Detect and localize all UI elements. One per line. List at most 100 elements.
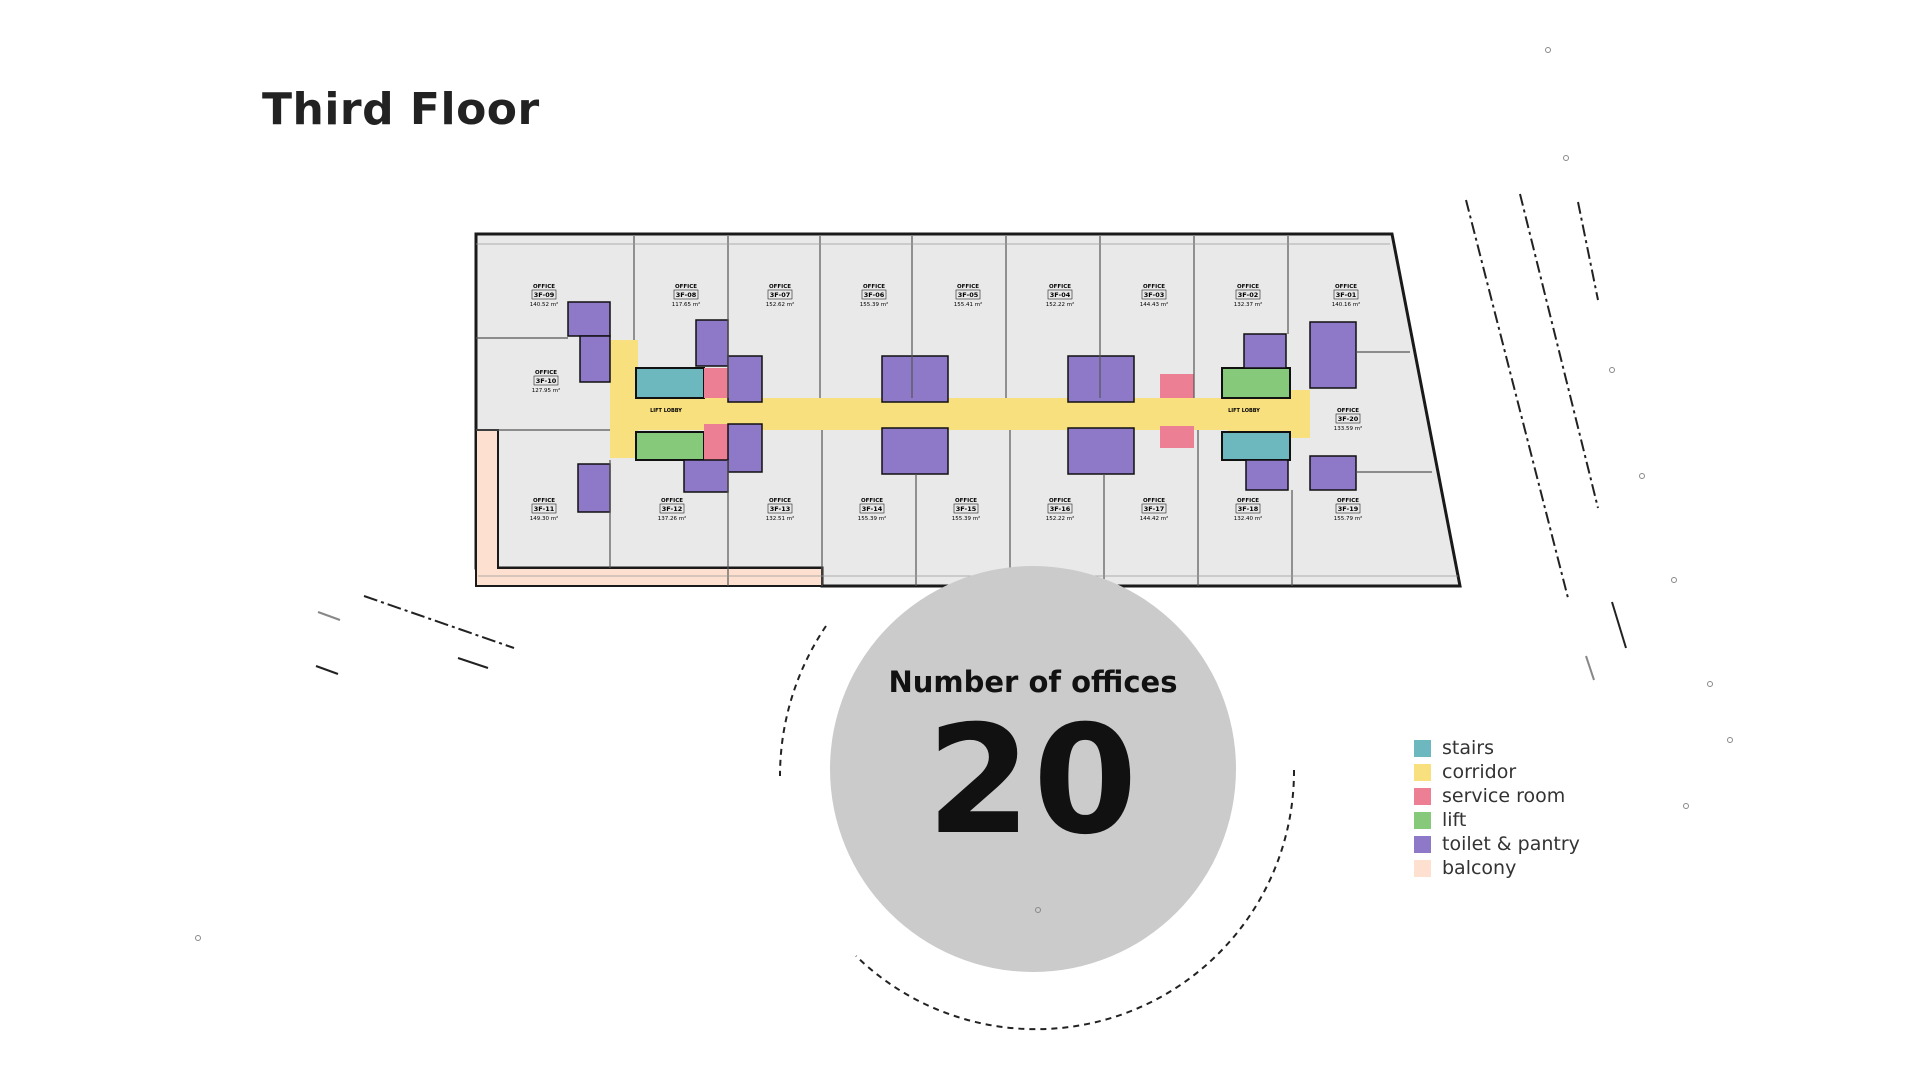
office-id: 3F-18 bbox=[1238, 505, 1259, 513]
office-id-box bbox=[955, 289, 981, 300]
legend-swatch bbox=[1414, 811, 1431, 829]
office-id: 3F-05 bbox=[958, 291, 979, 299]
office-id-box bbox=[1235, 503, 1261, 514]
office-id: 3F-12 bbox=[662, 505, 683, 513]
office-id-box bbox=[1141, 289, 1167, 300]
office-area: 155.79 m² bbox=[1334, 515, 1363, 522]
office-id-box bbox=[531, 503, 557, 514]
office-id-box bbox=[1141, 503, 1167, 514]
office-id: 3F-14 bbox=[862, 505, 883, 513]
lift-lobby-label: LIFT LOBBY bbox=[650, 408, 682, 414]
office-type: OFFICE bbox=[1337, 408, 1359, 414]
decor-line bbox=[1519, 193, 1599, 509]
page-title: Third Floor bbox=[262, 84, 540, 135]
decor-dot bbox=[195, 935, 201, 941]
office-type: OFFICE bbox=[863, 284, 885, 290]
office-id-box bbox=[861, 289, 887, 300]
office-area: 155.39 m² bbox=[952, 515, 981, 522]
decor-dot bbox=[1609, 367, 1615, 373]
legend-swatch bbox=[1414, 859, 1431, 877]
office-id: 3F-20 bbox=[1338, 415, 1359, 423]
toilet-block bbox=[1067, 355, 1135, 403]
office-id: 3F-13 bbox=[770, 505, 791, 513]
decor-dot bbox=[1671, 577, 1677, 583]
decor-arc bbox=[855, 769, 1296, 1031]
office-id-box bbox=[767, 503, 793, 514]
toilet-block bbox=[1309, 455, 1357, 491]
office-type: OFFICE bbox=[533, 498, 555, 504]
office-area: 152.22 m² bbox=[1046, 515, 1075, 522]
office-id: 3F-10 bbox=[536, 377, 557, 385]
service-room-4 bbox=[1160, 426, 1194, 448]
office-id-box bbox=[1047, 503, 1073, 514]
office-id: 3F-17 bbox=[1144, 505, 1165, 513]
offices-count-circle bbox=[830, 566, 1236, 972]
office-area: 155.39 m² bbox=[860, 301, 889, 308]
lift-west bbox=[635, 431, 705, 461]
office-area: 155.41 m² bbox=[954, 301, 983, 308]
decor-line bbox=[317, 611, 341, 621]
office-id-box bbox=[1235, 289, 1261, 300]
toilet-block bbox=[727, 423, 763, 473]
legend-item-stairs: stairs bbox=[1414, 736, 1580, 760]
office-type: OFFICE bbox=[675, 284, 697, 290]
office-area: 132.40 m² bbox=[1234, 515, 1263, 522]
decor-line bbox=[457, 657, 489, 669]
toilet-block bbox=[567, 301, 611, 337]
office-id: 3F-08 bbox=[676, 291, 697, 299]
decor-line bbox=[315, 665, 339, 675]
offices-count-label: Number of offices bbox=[888, 665, 1178, 699]
office-id: 3F-02 bbox=[1238, 291, 1259, 299]
partitions bbox=[476, 236, 1458, 586]
toilet-block bbox=[683, 459, 729, 493]
decor-line bbox=[1585, 655, 1595, 681]
legend-label: corridor bbox=[1442, 761, 1517, 783]
office-id-box bbox=[953, 503, 979, 514]
office-type: OFFICE bbox=[955, 498, 977, 504]
legend-item-service-room: service room bbox=[1414, 784, 1580, 808]
office-type: OFFICE bbox=[1049, 498, 1071, 504]
decor-line bbox=[1465, 199, 1569, 599]
corridor-west bbox=[610, 340, 638, 458]
toilet-block bbox=[579, 335, 611, 383]
office-id-box bbox=[1047, 289, 1073, 300]
office-id: 3F-04 bbox=[1050, 291, 1071, 299]
office-type: OFFICE bbox=[661, 498, 683, 504]
office-id-box bbox=[533, 375, 559, 386]
office-id: 3F-15 bbox=[956, 505, 977, 513]
decor-arc bbox=[779, 625, 827, 777]
legend-swatch bbox=[1414, 787, 1431, 805]
office-area: 117.65 m² bbox=[672, 301, 701, 308]
decor-line bbox=[1577, 201, 1599, 301]
office-area: 144.43 m² bbox=[1140, 301, 1169, 308]
office-id-box bbox=[1333, 289, 1359, 300]
lift-lobby-label: LIFT LOBBY bbox=[1228, 408, 1260, 414]
decor-dot bbox=[1639, 473, 1645, 479]
office-id-box bbox=[659, 503, 685, 514]
toilet-block bbox=[1067, 427, 1135, 475]
service-room-3 bbox=[1160, 374, 1194, 398]
office-type: OFFICE bbox=[769, 498, 791, 504]
decor-line bbox=[363, 595, 515, 649]
office-type: OFFICE bbox=[1237, 498, 1259, 504]
office-area: 132.51 m² bbox=[766, 515, 795, 522]
office-id-box bbox=[1335, 503, 1361, 514]
office-type: OFFICE bbox=[1337, 498, 1359, 504]
